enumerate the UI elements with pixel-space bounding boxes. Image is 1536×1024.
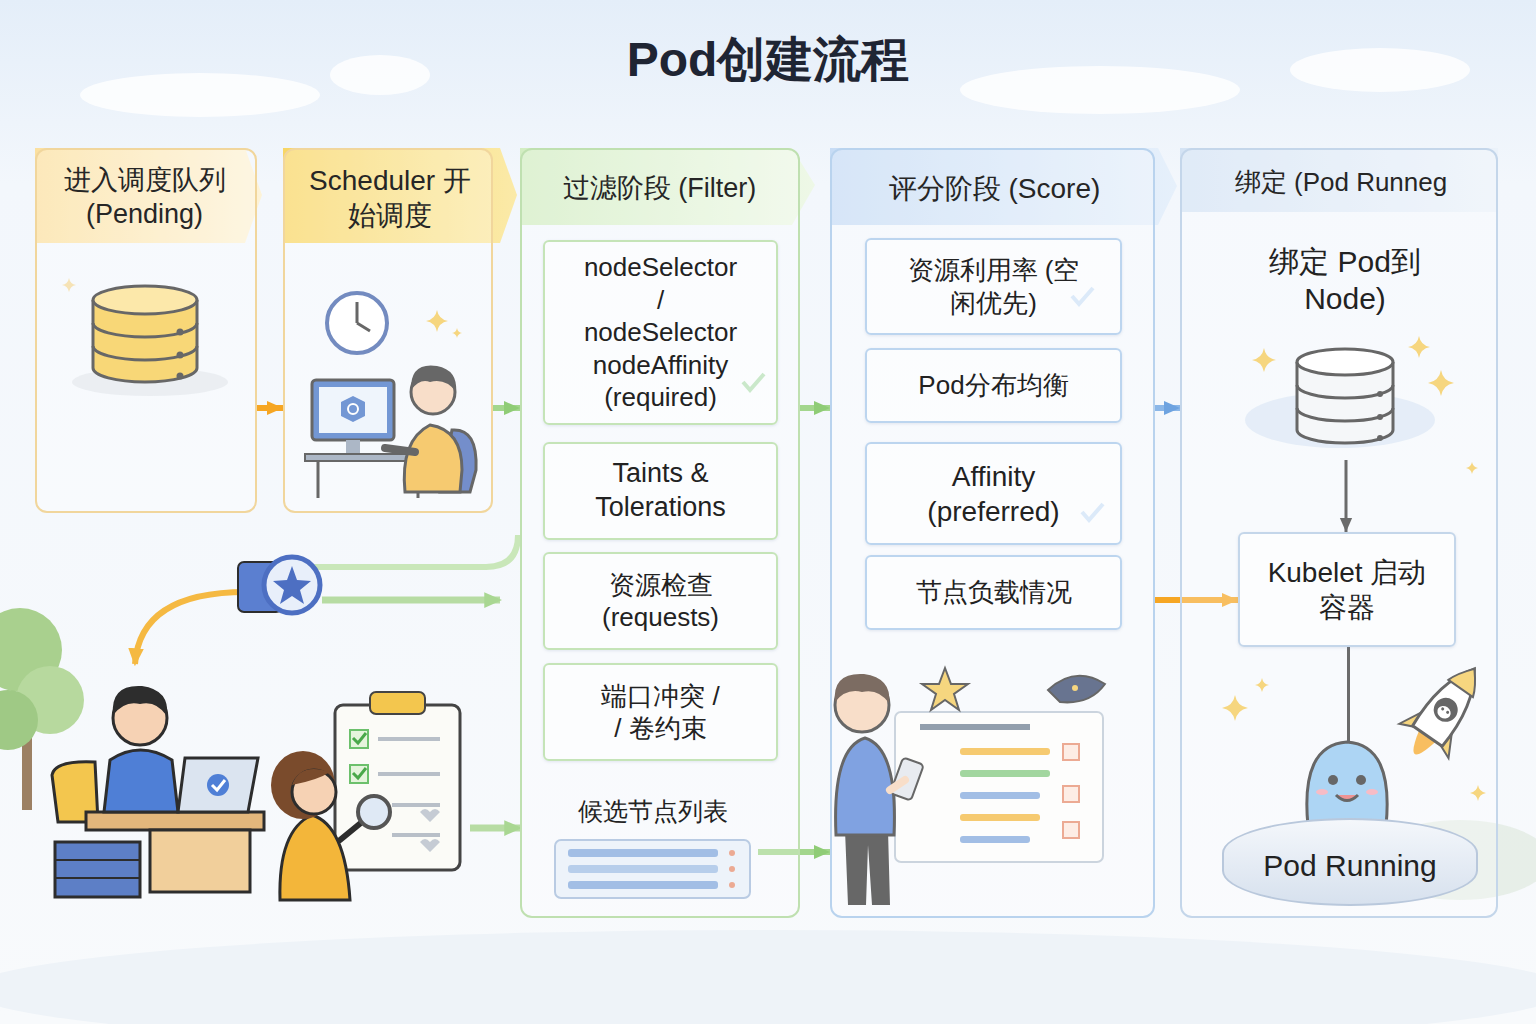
stage-panel: 进入调度队列 (Pending): [35, 148, 257, 513]
node-label: Pod Running: [1263, 847, 1436, 885]
reviewer-with-checklist-illustration-part: [420, 809, 440, 852]
stage-heading: 绑定 (Pod Runneg: [1235, 166, 1447, 199]
background-part: [1290, 48, 1470, 92]
node-text-area: 资源利用率 (空闲优先): [867, 240, 1120, 333]
flow-arrow: [493, 405, 520, 411]
kubernetes-badge-and-flow-lines-part: [300, 535, 518, 567]
kubernetes-badge-and-flow-lines-part: [273, 566, 311, 604]
kubernetes-badge-and-flow-lines-part: [135, 592, 252, 664]
stage-panel: 过滤阶段 (Filter) nodeSelector / nodeSelector…: [520, 148, 800, 918]
flow-arrow: [1155, 405, 1180, 411]
reviewer-with-checklist-illustration-part: [353, 733, 366, 743]
node-text-area: 绑定 Pod到Node): [1225, 230, 1465, 330]
background-part: [960, 66, 1240, 114]
reviewer-with-checklist-illustration-part: [370, 692, 425, 714]
node-text-area: Kubelet 启动容器: [1240, 534, 1454, 645]
labeled-group: 候选节点列表: [548, 790, 758, 902]
node-text-area: Affinity (preferred): [867, 444, 1120, 543]
developer-at-desk-illustration-part: [150, 830, 250, 892]
kubernetes-badge-and-flow-lines: [135, 535, 518, 664]
stage-heading: 进入调度队列 (Pending): [45, 164, 245, 232]
node-text-area: Pod分布均衡: [867, 350, 1120, 421]
node-label: Kubelet 启动容器: [1267, 555, 1427, 625]
kubernetes-badge-and-flow-lines-part: [264, 557, 320, 613]
developer-at-desk-illustration-part: [104, 750, 178, 812]
node-text-area: 进入调度队列 (Pending): [37, 150, 252, 245]
criteria-box: 资源检查 (requests): [543, 552, 778, 650]
criteria-box: 端口冲突 / / 卷约束: [543, 663, 778, 761]
node-label: 候选节点列表: [578, 796, 728, 827]
developer-at-desk-illustration-part: [212, 780, 225, 790]
criteria-box: nodeSelector / nodeSelector nodeAffinity…: [543, 240, 778, 425]
node-label: Pod分布均衡: [918, 369, 1068, 402]
node-label: Taints & Tolerations: [566, 457, 756, 525]
node-label: 资源利用率 (空闲优先): [899, 254, 1089, 319]
stage-panel: 评分阶段 (Score) 资源利用率 (空闲优先) Pod分布均衡 Affinity …: [830, 148, 1155, 918]
developer-at-desk-illustration: [0, 608, 264, 897]
reviewer-with-checklist-illustration-part: [350, 765, 368, 783]
node-text-area: 绑定 (Pod Runneg: [1182, 150, 1500, 215]
node-text-area: 过滤阶段 (Filter): [522, 150, 797, 227]
node-label: 节点负载情况: [916, 576, 1072, 609]
criteria-box: Kubelet 启动容器: [1238, 532, 1456, 647]
reviewer-with-checklist-illustration-part: [353, 768, 366, 778]
reviewer-with-checklist-illustration-part: [292, 769, 330, 785]
kubernetes-badge-and-flow-lines-part: [322, 597, 500, 604]
node-text-area: Taints & Tolerations: [545, 444, 776, 538]
pod-platform: Pod Running: [1222, 818, 1478, 906]
reviewer-with-checklist-illustration-part: [340, 822, 362, 840]
stage-heading: 评分阶段 (Score): [889, 171, 1101, 206]
reviewer-with-checklist-illustration-part: [335, 705, 460, 870]
stage-heading: 过滤阶段 (Filter): [563, 172, 756, 206]
node-text-area: 评分阶段 (Score): [832, 150, 1157, 227]
developer-at-desk-illustration-part: [0, 690, 38, 750]
developer-at-desk-illustration-part: [207, 774, 229, 796]
background-part: [80, 73, 320, 117]
reviewer-with-checklist-illustration-part: [350, 730, 368, 748]
developer-at-desk-illustration-part: [178, 758, 258, 812]
background-part: [0, 930, 1536, 1024]
node-label: nodeSelector / nodeSelector nodeAffinity…: [580, 251, 742, 414]
reviewer-with-checklist-illustration: [271, 692, 520, 900]
diagram-title: Pod创建流程: [0, 28, 1536, 92]
node-label: Affinity (preferred): [899, 459, 1089, 529]
flow-arrow: [257, 405, 283, 411]
stage-heading: Scheduler 开始调度: [300, 163, 480, 233]
criteria-box: Affinity (preferred): [865, 442, 1122, 545]
node-label: 绑定 Pod到Node): [1243, 243, 1448, 318]
developer-at-desk-illustration-part: [86, 812, 264, 830]
node-text-area: Pod Running: [1224, 828, 1476, 904]
criteria-box: Taints & Tolerations: [543, 442, 778, 540]
reviewer-with-checklist-illustration-part: [271, 751, 335, 819]
node-text-area: 端口冲突 / / 卷约束: [545, 665, 776, 759]
stage-panel: Scheduler 开始调度: [283, 148, 493, 513]
node-label: 资源检查 (requests): [576, 569, 746, 634]
criteria-box: 资源利用率 (空闲优先): [865, 238, 1122, 335]
developer-at-desk-illustration-part: [55, 842, 140, 897]
node-text-area: 节点负载情况: [867, 557, 1120, 628]
node-label: 端口冲突 / / 卷约束: [596, 680, 726, 745]
node-text-area: 候选节点列表: [548, 790, 758, 834]
labeled-group: 绑定 Pod到Node): [1225, 230, 1465, 460]
developer-at-desk-illustration-part: [55, 860, 140, 878]
node-text-area: nodeSelector / nodeSelector nodeAffinity…: [545, 242, 776, 423]
criteria-box: Pod分布均衡: [865, 348, 1122, 423]
criteria-box: 节点负载情况: [865, 555, 1122, 630]
reviewer-with-checklist-illustration-part: [358, 796, 390, 828]
developer-at-desk-illustration-part: [113, 686, 168, 716]
reviewer-with-checklist-illustration-part: [280, 815, 350, 900]
reviewer-with-checklist-illustration-part: [470, 825, 520, 832]
background-part: [330, 55, 430, 95]
node-text-area: 资源检查 (requests): [545, 554, 776, 648]
node-text-area: Scheduler 开始调度: [285, 150, 495, 245]
stage-panel: 绑定 (Pod Runneg 绑定 Pod到Node) Kubelet 启动容器 Po…: [1180, 148, 1498, 918]
flow-arrow: [800, 405, 830, 411]
